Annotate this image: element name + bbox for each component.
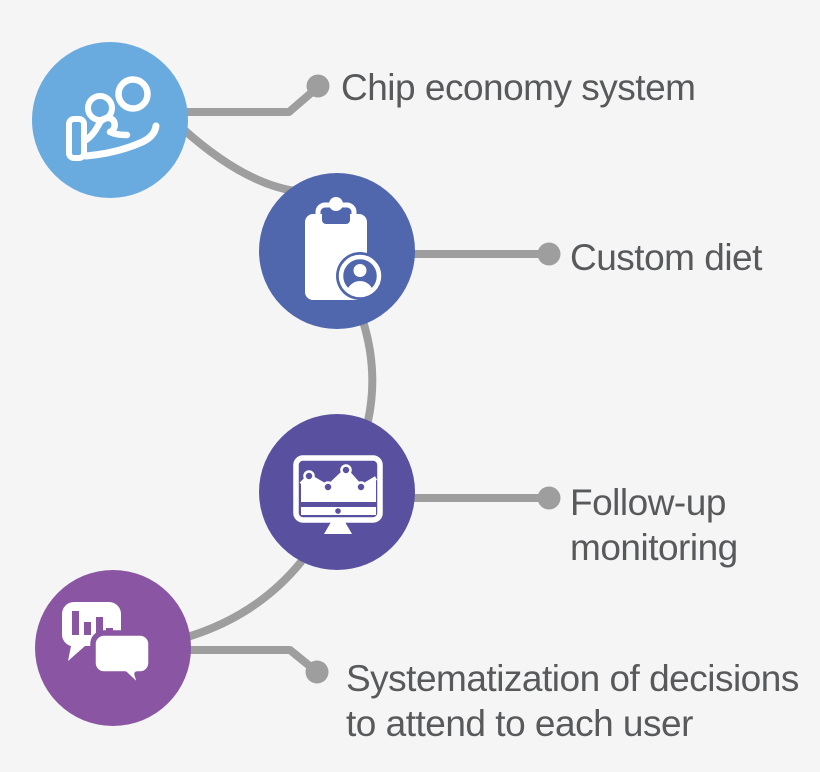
- clipboard-user-icon: [305, 197, 384, 300]
- bullet-4: [305, 660, 329, 684]
- label-follow-up-monitoring: Follow-up monitoring: [570, 482, 738, 568]
- leader-lines: [180, 74, 561, 684]
- arc-step3-step4: [180, 558, 305, 642]
- label-chip-economy-system: Chip economy system: [341, 67, 696, 108]
- label-custom-diet: Custom diet: [570, 237, 762, 278]
- step-circle-chip-economy: [32, 42, 188, 198]
- arc-step2-step3: [358, 314, 377, 425]
- bullet-3: [537, 486, 561, 510]
- leader-line-1: [180, 83, 322, 116]
- step-circle-systematization: [35, 570, 191, 726]
- chat-statistics-icon: [61, 602, 154, 693]
- connector-arcs: [178, 124, 377, 642]
- hand-coins-icon: [66, 76, 160, 161]
- step-circle-follow-up: [259, 414, 415, 570]
- bullet-2: [537, 242, 561, 266]
- arc-step1-step2: [178, 124, 299, 195]
- label-systematization: Systematization of decisions to attend t…: [346, 658, 799, 744]
- monitor-chart-icon: [293, 455, 383, 534]
- bullet-1: [306, 74, 330, 98]
- leader-line-4: [180, 646, 321, 676]
- step-circle-custom-diet: [259, 173, 415, 329]
